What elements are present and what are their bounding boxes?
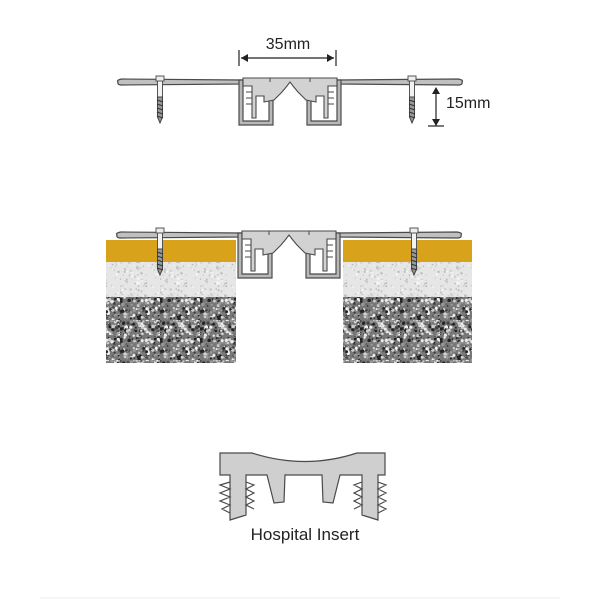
- screed-left: [106, 262, 236, 297]
- concrete-right: [343, 297, 472, 363]
- floor-covering-left: [106, 240, 236, 262]
- screw-icon: [409, 227, 419, 276]
- installed-section: [106, 227, 472, 363]
- height-label: 15mm: [446, 95, 490, 112]
- concrete-left: [106, 297, 236, 363]
- screw-icon: [155, 227, 165, 276]
- width-dimension: 35mm: [238, 36, 337, 66]
- insert-caption: Hospital Insert: [251, 525, 360, 544]
- height-dimension: 15mm: [428, 87, 490, 127]
- screw-icon: [407, 75, 417, 124]
- screed-right: [343, 262, 472, 297]
- width-label: 35mm: [266, 36, 310, 53]
- screw-icon: [155, 75, 165, 124]
- floor-covering-right: [343, 240, 472, 262]
- hospital-insert-drawing: Hospital Insert: [218, 452, 388, 544]
